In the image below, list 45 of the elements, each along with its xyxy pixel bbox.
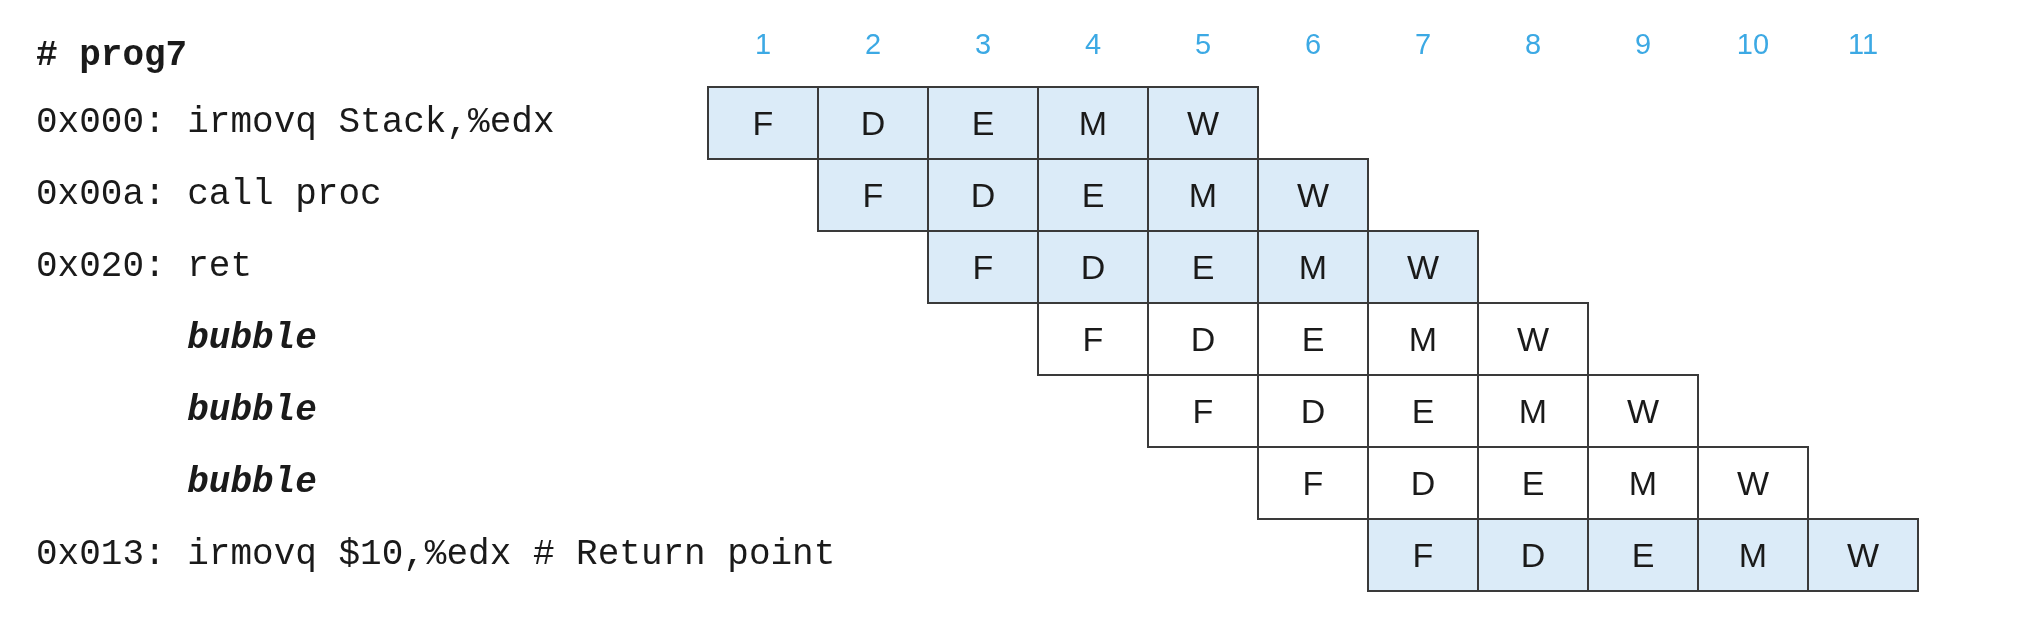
pipeline-stage-cell: M bbox=[1037, 86, 1149, 160]
cycle-number: 9 bbox=[1633, 27, 1653, 61]
pipeline-stage-cell: F bbox=[1147, 374, 1259, 448]
pipeline-stage-cell: F bbox=[927, 230, 1039, 304]
pipeline-stage-cell: M bbox=[1697, 518, 1809, 592]
cycle-number: 11 bbox=[1846, 27, 1880, 61]
pipeline-stage-cell: D bbox=[927, 158, 1039, 232]
cycle-number: 2 bbox=[863, 27, 883, 61]
program-title: # prog7 bbox=[36, 34, 188, 78]
pipeline-stage-cell: D bbox=[1477, 518, 1589, 592]
cycle-number: 8 bbox=[1523, 27, 1543, 61]
pipeline-stage-cell: W bbox=[1587, 374, 1699, 448]
pipeline-stage-cell: M bbox=[1147, 158, 1259, 232]
cycle-number: 7 bbox=[1413, 27, 1433, 61]
pipeline-stage-cell: M bbox=[1257, 230, 1369, 304]
pipeline-stage-cell: F bbox=[707, 86, 819, 160]
instruction-text: 0x000: irmovq Stack,%edx bbox=[36, 101, 555, 145]
instruction-text: 0x020: ret bbox=[36, 245, 253, 289]
bubble-text: bubble bbox=[187, 461, 317, 505]
pipeline-stage-cell: E bbox=[1147, 230, 1259, 304]
pipeline-stage-cell: W bbox=[1367, 230, 1479, 304]
pipeline-stage-cell: W bbox=[1477, 302, 1589, 376]
pipeline-stage-cell: F bbox=[1257, 446, 1369, 520]
cycle-number: 1 bbox=[753, 27, 773, 61]
pipeline-stage-cell: W bbox=[1257, 158, 1369, 232]
pipeline-stage-cell: W bbox=[1697, 446, 1809, 520]
pipeline-stage-cell: F bbox=[817, 158, 929, 232]
bubble-text: bubble bbox=[187, 317, 317, 361]
bubble-text: bubble bbox=[187, 389, 317, 433]
pipeline-stage-cell: E bbox=[927, 86, 1039, 160]
pipeline-stage-cell: F bbox=[1037, 302, 1149, 376]
cycle-number: 3 bbox=[973, 27, 993, 61]
pipeline-stage-cell: D bbox=[817, 86, 929, 160]
instruction-text: 0x013: irmovq $10,%edx # Return point bbox=[36, 533, 836, 577]
pipeline-stage-cell: W bbox=[1147, 86, 1259, 160]
cycle-number: 6 bbox=[1303, 27, 1323, 61]
pipeline-stage-cell: D bbox=[1037, 230, 1149, 304]
pipeline-stage-cell: F bbox=[1367, 518, 1479, 592]
pipeline-stage-cell: W bbox=[1807, 518, 1919, 592]
pipeline-stage-cell: E bbox=[1587, 518, 1699, 592]
instruction-text: 0x00a: call proc bbox=[36, 173, 382, 217]
pipeline-stage-cell: E bbox=[1037, 158, 1149, 232]
cycle-number: 5 bbox=[1193, 27, 1213, 61]
cycle-number: 10 bbox=[1735, 27, 1771, 61]
cycle-number: 4 bbox=[1083, 27, 1103, 61]
